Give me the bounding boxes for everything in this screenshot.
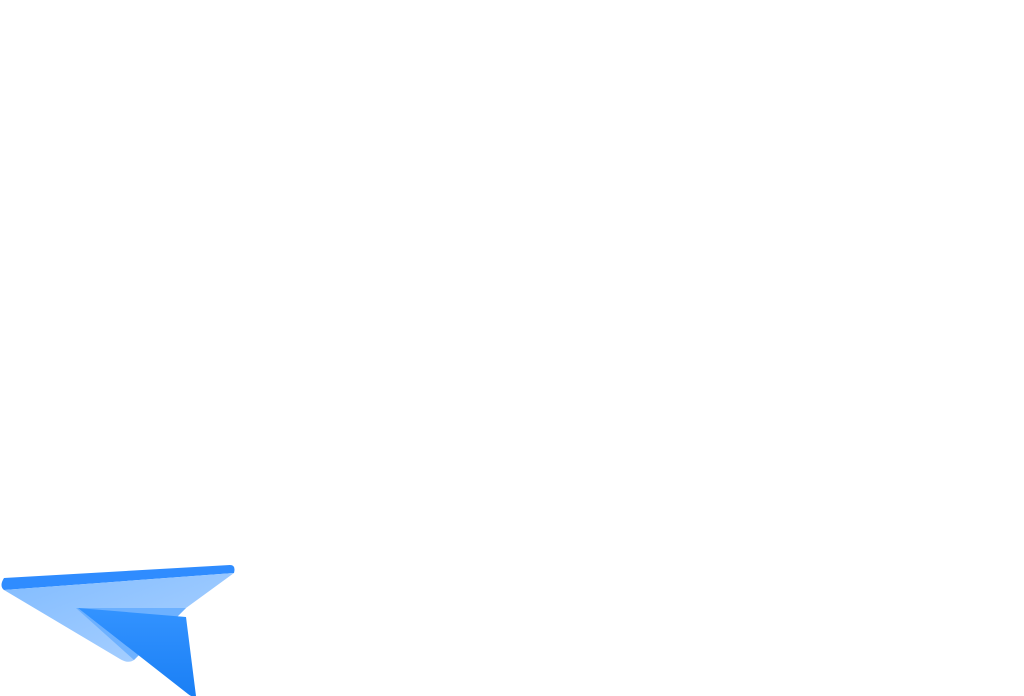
plane-body: [78, 608, 196, 696]
paper-plane-icon: [1, 565, 235, 696]
plane-top-edge: [1, 565, 235, 590]
